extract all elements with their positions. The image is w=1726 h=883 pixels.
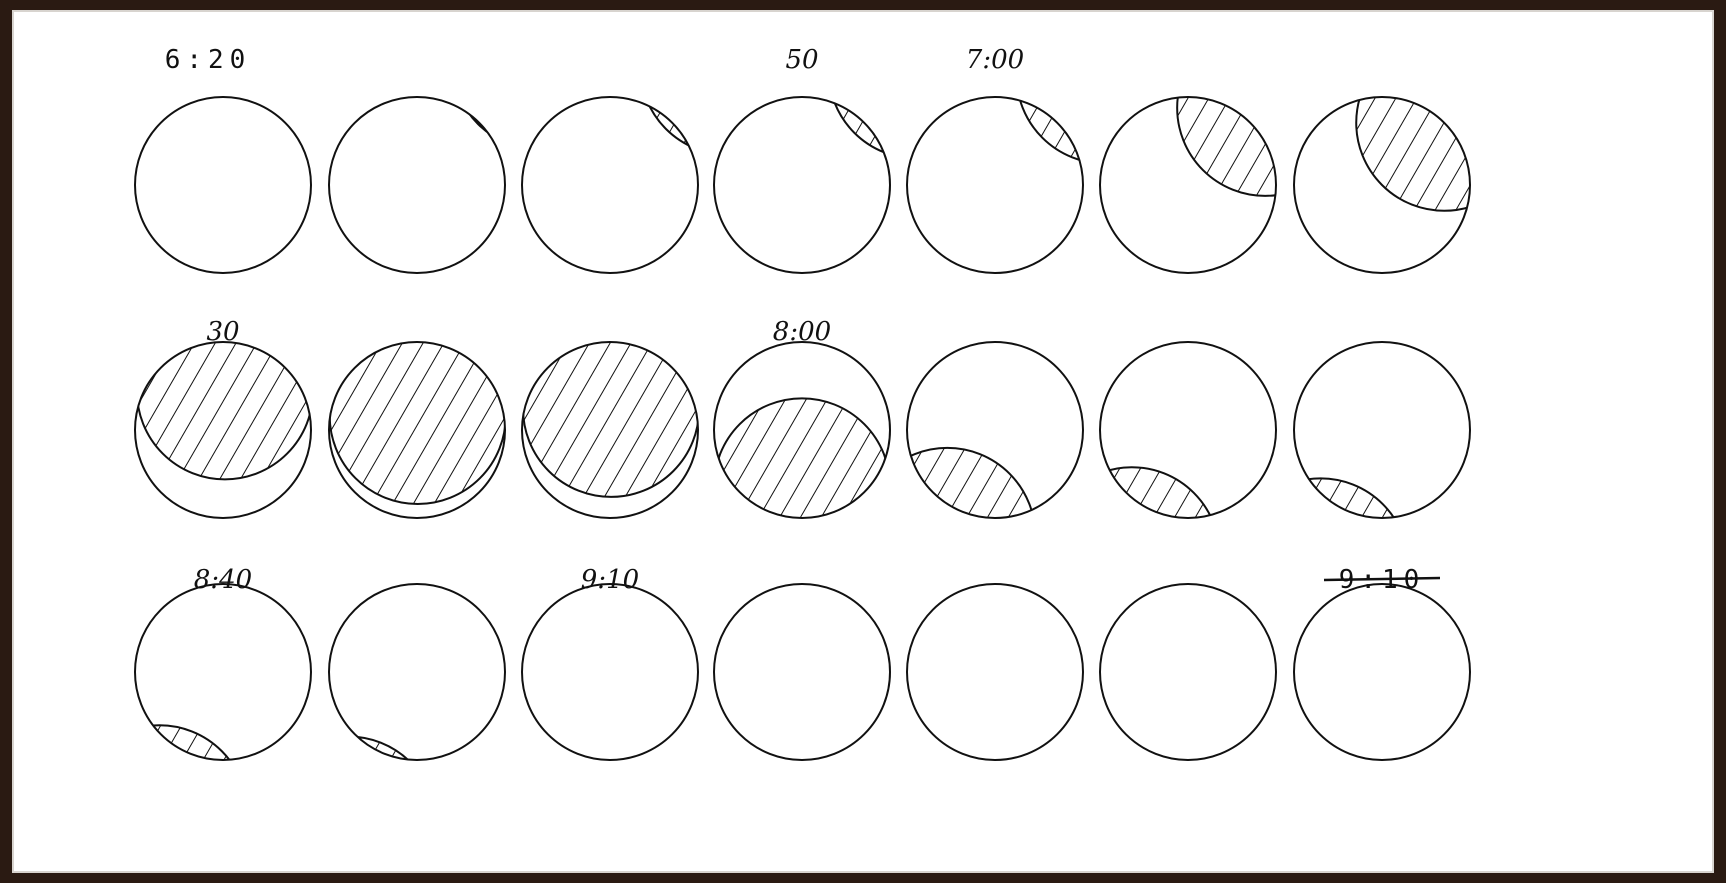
drawing-sheet: 6:20 50 7:00 30 8:00 8:40 9:10 9:10 [12, 10, 1714, 873]
frame-2-4: 8:00 [714, 317, 890, 574]
frame-3-4 [714, 584, 890, 760]
frame-1-2 [329, 10, 628, 273]
frame-circle [135, 97, 311, 273]
time-label: 8:40 [194, 565, 252, 595]
frame-circle [522, 584, 698, 760]
frame-2-6 [1044, 342, 1276, 643]
frame-circle [329, 97, 505, 273]
shadow-region [330, 328, 506, 504]
frame-3-7: 9:10 [1294, 565, 1470, 760]
time-label: 6:20 [165, 45, 252, 75]
frame-1-5: 7:00 [907, 10, 1193, 273]
frame-circle [1294, 342, 1470, 518]
time-label: 9:10 [581, 565, 639, 595]
frame-1-4: 50 [714, 10, 1004, 273]
frame-2-7 [1233, 342, 1470, 654]
frame-1-7 [1294, 35, 1532, 273]
frame-3-2 [260, 584, 505, 873]
frame-2-5 [859, 342, 1083, 624]
shadow-region [260, 736, 436, 873]
sketch-diagram: 6:20 50 7:00 30 8:00 8:40 9:10 9:10 [12, 10, 1714, 873]
frame-circle [714, 584, 890, 760]
time-label: 30 [206, 317, 239, 347]
shadow-region [1017, 10, 1193, 163]
frame-3-3: 9:10 [522, 565, 698, 760]
frame-circle [907, 584, 1083, 760]
frame-3-1: 8:40 [71, 565, 311, 873]
shadow-region [71, 725, 247, 873]
frame-circle [329, 584, 505, 760]
frame-circle [907, 97, 1083, 273]
frame-circle [1100, 584, 1276, 760]
frame-1-1: 6:20 [135, 45, 311, 273]
shadow-region [523, 321, 699, 497]
frame-3-6 [1100, 584, 1276, 760]
frame-2-1: 30 [135, 303, 313, 518]
frame-1-6 [1100, 20, 1353, 273]
time-label: 7:00 [966, 45, 1024, 75]
shadow-region [640, 10, 816, 155]
frame-3-5 [907, 584, 1083, 760]
shadow-region [1044, 467, 1220, 643]
frame-circle [135, 584, 311, 760]
frame-2-2 [329, 328, 506, 518]
frame-1-3 [522, 10, 816, 273]
shadow-region [452, 10, 628, 150]
shadow-region [1177, 20, 1353, 196]
frame-circle [522, 97, 698, 273]
frame-2-3 [522, 321, 699, 518]
frame-circle [1294, 584, 1470, 760]
time-label: 50 [785, 45, 818, 75]
time-label: 8:00 [773, 317, 831, 347]
shadow-region [714, 398, 890, 574]
frame-circle [714, 97, 890, 273]
shadow-region [828, 10, 1004, 159]
